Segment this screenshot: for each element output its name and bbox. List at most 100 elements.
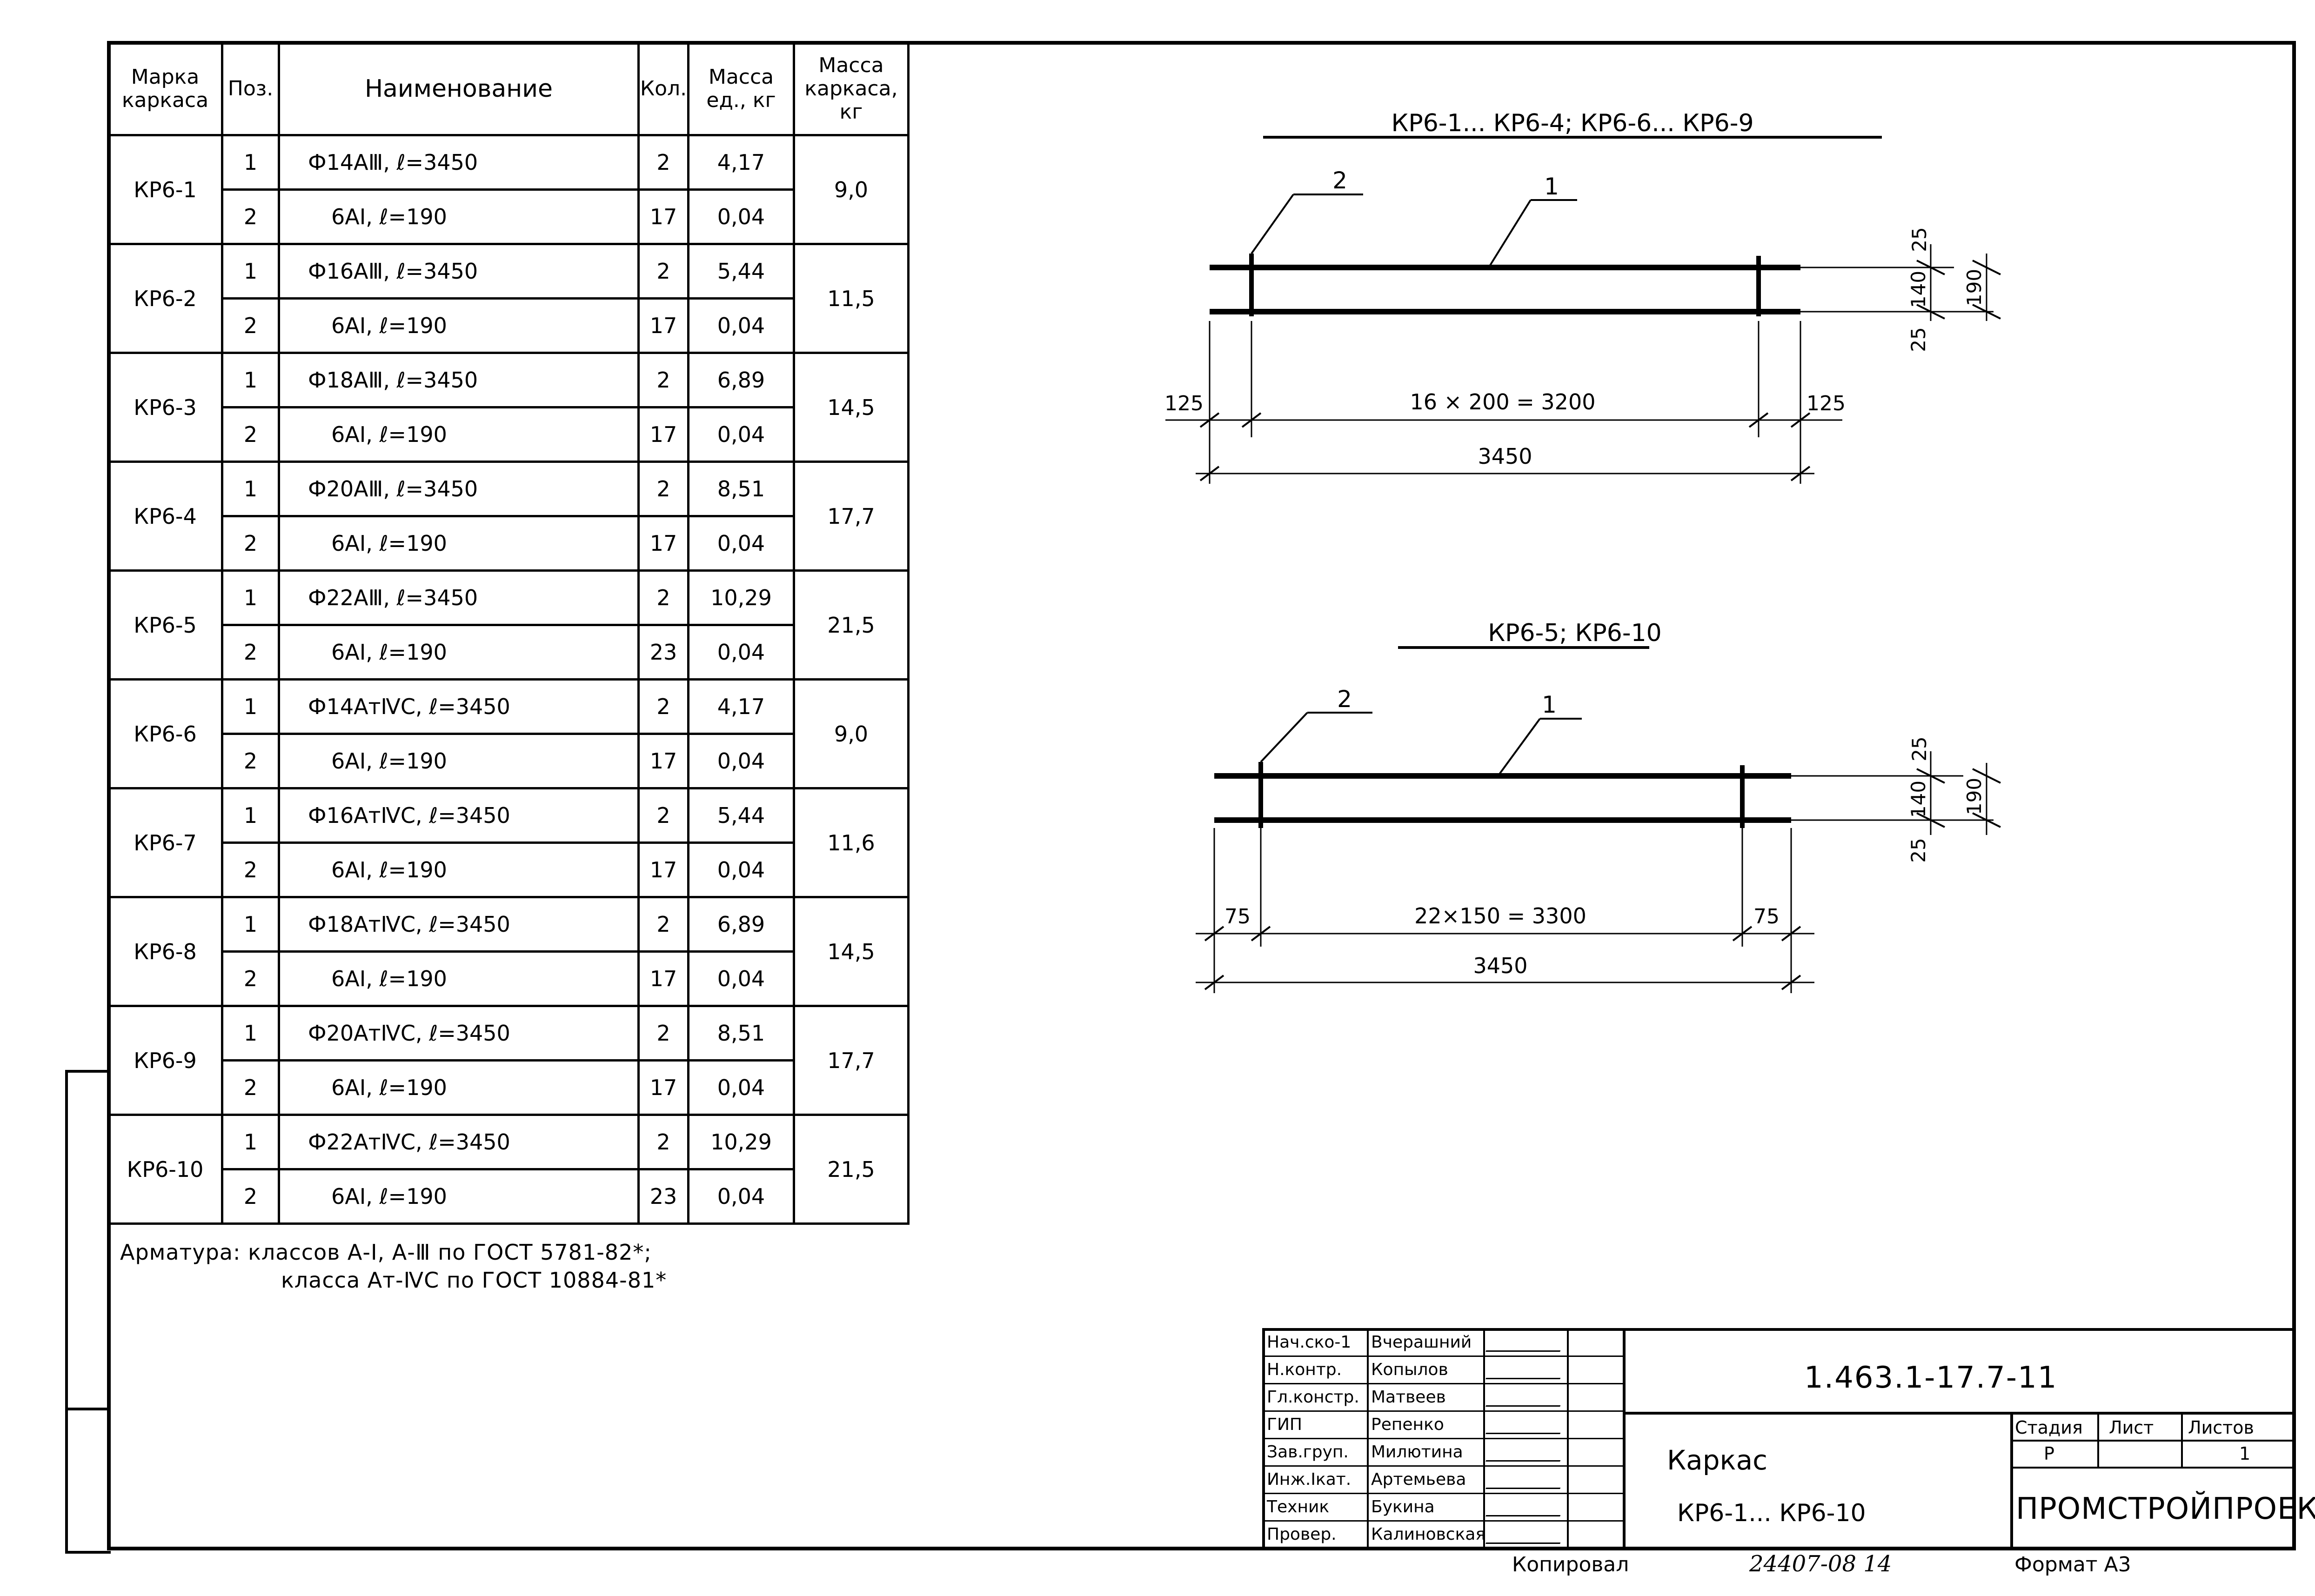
item-name-cell: Ф18АтⅣС, ℓ=3450 (278, 896, 640, 953)
product-marks: КР6-1... КР6-10 (1677, 1499, 1866, 1527)
signature-mark (1485, 1442, 1567, 1462)
unit-mass-cell: 5,44 (687, 787, 795, 844)
unit-mass-cell: 0,04 (687, 297, 795, 354)
unit-mass-cell: 0,04 (687, 406, 795, 463)
drawing1-dim-left-end: 125 (1164, 392, 1204, 415)
title-block-role: Техник (1267, 1497, 1330, 1516)
title-block-person: Артемьева (1371, 1470, 1466, 1489)
drawing2-dim-right-end: 75 (1753, 905, 1780, 928)
title-block-person: Матвеев (1371, 1388, 1446, 1407)
title-block-person: Репенко (1371, 1415, 1444, 1434)
item-name-cell: 6АⅠ, ℓ=190 (278, 297, 640, 354)
frame-mark-cell: КР6-1 (107, 134, 223, 245)
quantity-cell: 2 (637, 896, 689, 953)
note-reinforcement-line2: класса Ат-ⅣС по ГОСТ 10884-81* (281, 1268, 667, 1293)
position-cell: 1 (221, 678, 280, 735)
drawing2-dim-25-top: 25 (1908, 736, 1931, 761)
unit-mass-cell: 4,17 (687, 678, 795, 735)
frame-mass-cell: 14,5 (793, 896, 910, 1007)
copied-by: Копировал (1512, 1553, 1629, 1576)
frame-mass-cell: 17,7 (793, 461, 910, 572)
quantity-cell: 17 (637, 297, 689, 354)
signature-mark (1485, 1496, 1567, 1516)
title-block-role: Зав.груп. (1267, 1442, 1349, 1462)
drawing1-dim-spacing: 16 × 200 = 3200 (1410, 389, 1596, 414)
document-code: 1.463.1-17.7-11 (1804, 1361, 2058, 1395)
unit-mass-cell: 6,89 (687, 896, 795, 953)
quantity-cell: 17 (637, 1059, 689, 1116)
sheet-format: Формат А3 (2014, 1553, 2131, 1576)
item-name-cell: Ф20АⅢ, ℓ=3450 (278, 461, 640, 517)
item-name-cell: Ф14АтⅣС, ℓ=3450 (278, 678, 640, 735)
frame-mass-cell: 21,5 (793, 1114, 910, 1225)
drawing2-dim-spacing: 22×150 = 3300 (1414, 903, 1586, 928)
title-block-person: Букина (1371, 1497, 1435, 1516)
header-name: Наименование (278, 41, 640, 136)
sheet-label: Лист (2109, 1417, 2154, 1438)
drawing2-dim-190: 190 (1963, 778, 1986, 815)
signature-mark (1485, 1469, 1567, 1489)
drawing2-dim-25-bottom: 25 (1907, 838, 1930, 862)
position-cell: 2 (221, 841, 280, 898)
frame-mark-cell: КР6-4 (107, 461, 223, 572)
position-cell: 1 (221, 787, 280, 844)
product-name: Каркас (1667, 1444, 1767, 1476)
organization-name: ПРОМСТРОЙПРОЕКТ (2016, 1492, 2315, 1526)
unit-mass-cell: 0,04 (687, 1059, 795, 1116)
drawing2-dim-140: 140 (1907, 781, 1930, 818)
quantity-cell: 17 (637, 733, 689, 789)
unit-mass-cell: 8,51 (687, 1005, 795, 1062)
item-name-cell: 6АⅠ, ℓ=190 (278, 1168, 640, 1225)
item-name-cell: 6АⅠ, ℓ=190 (278, 406, 640, 463)
frame-mark-cell: КР6-3 (107, 352, 223, 463)
position-cell: 1 (221, 243, 280, 300)
position-cell: 2 (221, 515, 280, 572)
stage-value: Р (2044, 1443, 2054, 1464)
drawing1-dim-25-top: 25 (1908, 227, 1931, 252)
quantity-cell: 17 (637, 950, 689, 1007)
position-cell: 2 (221, 1059, 280, 1116)
frame-mark-cell: КР6-9 (107, 1005, 223, 1116)
position-cell: 2 (221, 297, 280, 354)
position-cell: 1 (221, 1005, 280, 1062)
order-number: 24407-08 14 (1749, 1551, 1892, 1577)
stage-label: Стадия (2015, 1417, 2083, 1438)
position-cell: 1 (221, 896, 280, 953)
frame-drawing-kr6-5-10: КР6-5; КР6-10 2 1 25 140 190 25 75 22×15… (1196, 619, 2001, 993)
quantity-cell: 2 (637, 134, 689, 191)
note-reinforcement-line1: Арматура: классов А-Ⅰ, А-Ⅲ по ГОСТ 5781-… (120, 1240, 652, 1265)
frame-mass-cell: 14,5 (793, 352, 910, 463)
position-cell: 1 (221, 569, 280, 626)
item-name-cell: Ф16АⅢ, ℓ=3450 (278, 243, 640, 300)
quantity-cell: 2 (637, 787, 689, 844)
unit-mass-cell: 6,89 (687, 352, 795, 408)
drawing1-dim-right-end: 125 (1807, 392, 1846, 415)
drawing2-leader-2: 2 (1337, 686, 1352, 713)
drawing1-dim-total: 3450 (1478, 444, 1532, 469)
position-cell: 2 (221, 950, 280, 1007)
quantity-cell: 17 (637, 188, 689, 245)
drawing1-dim-190: 190 (1963, 269, 1986, 306)
position-cell: 2 (221, 624, 280, 681)
frame-mass-cell: 21,5 (793, 569, 910, 681)
quantity-cell: 23 (637, 624, 689, 681)
drawing1-dim-25-bottom: 25 (1907, 327, 1930, 352)
frame-mark-cell: КР6-5 (107, 569, 223, 681)
item-name-cell: Ф22АтⅣС, ℓ=3450 (278, 1114, 640, 1170)
position-cell: 1 (221, 134, 280, 191)
